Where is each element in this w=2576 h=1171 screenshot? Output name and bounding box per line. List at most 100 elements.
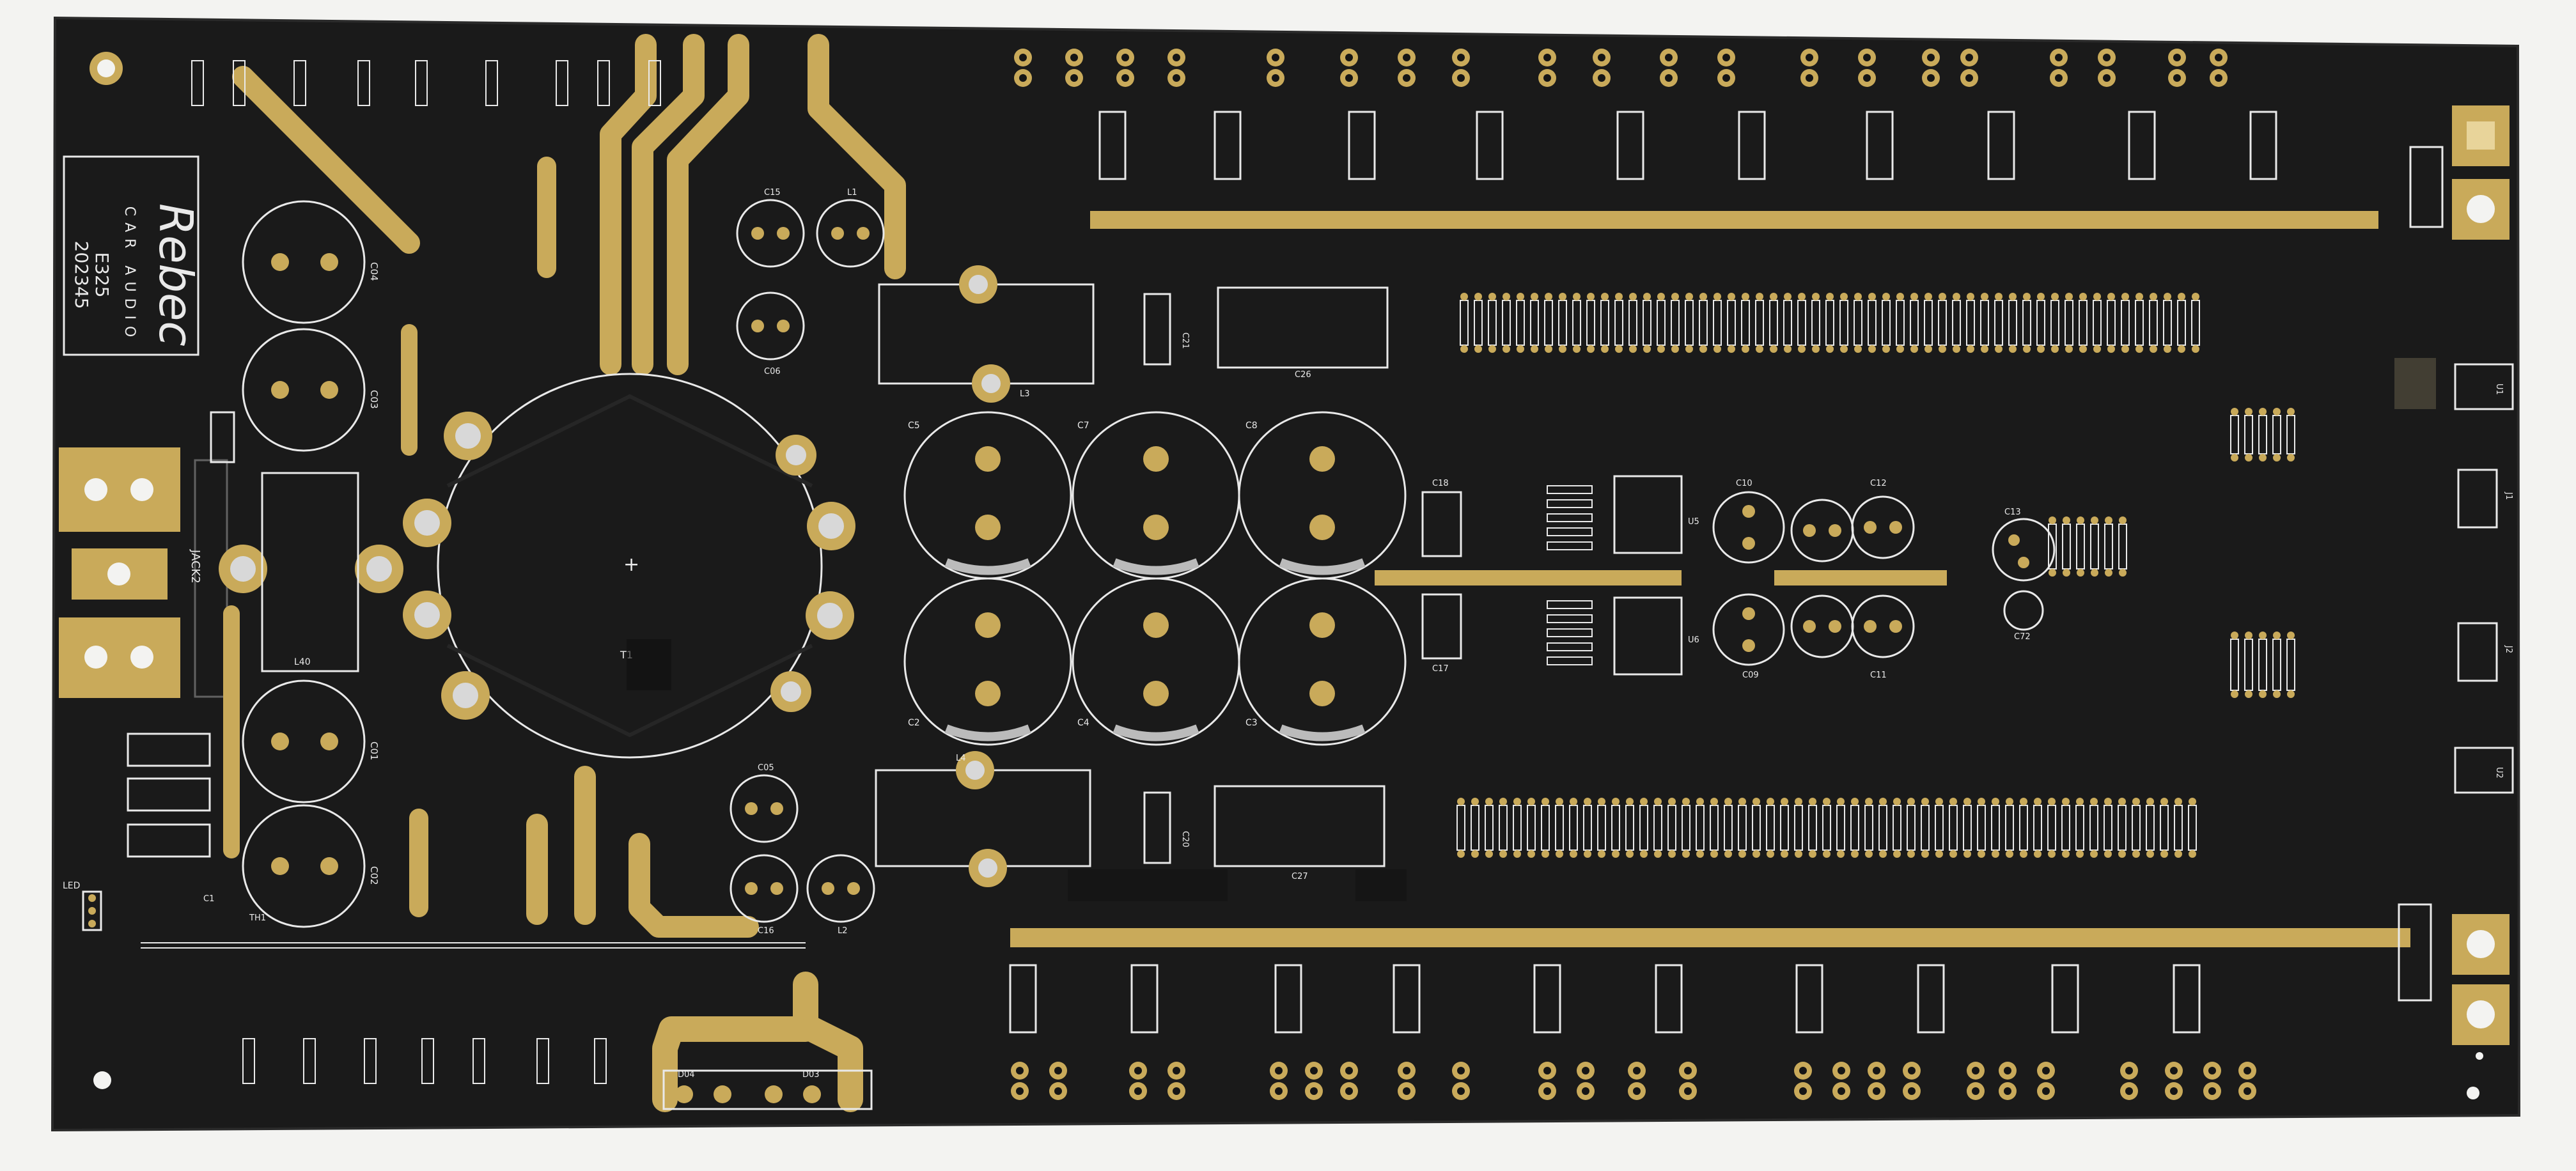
transistor-pad-group xyxy=(1967,1062,1985,1100)
transistor-pad-group xyxy=(1858,49,1876,87)
power-resistor-outline xyxy=(2128,111,2156,180)
svg-text:L2: L2 xyxy=(838,926,848,936)
smd-resistor xyxy=(1572,293,1581,353)
transistor-pad-group xyxy=(2210,49,2228,87)
smd-resistor xyxy=(1625,798,1634,858)
smd-resistor xyxy=(1797,293,1806,353)
transistor-pad-group xyxy=(2168,49,2186,87)
transformer-t1: T1 + xyxy=(437,373,823,759)
smd-resistor xyxy=(1868,293,1877,353)
svg-text:C7: C7 xyxy=(1077,421,1089,431)
smd-resistor xyxy=(1639,798,1648,858)
smd-resistor xyxy=(1600,293,1609,353)
smd-resistor xyxy=(2286,632,2295,698)
smd-resistor xyxy=(1724,798,1733,858)
smd-resistor xyxy=(1769,293,1778,353)
smd-resistor xyxy=(1980,293,1989,353)
smd-resistor xyxy=(1752,798,1761,858)
smd-resistor xyxy=(1555,798,1564,858)
svg-text:C20: C20 xyxy=(1180,831,1190,848)
smd-resistor xyxy=(2079,293,2088,353)
small-resistor xyxy=(421,1038,434,1084)
right-edge-connectors: U1 U2 J1 J2 xyxy=(2394,358,2514,794)
transistor-pad-group xyxy=(1014,49,1032,87)
power-resistor-outline xyxy=(2051,964,2079,1034)
smd-resistor xyxy=(1839,293,1848,353)
transistor-pad-group xyxy=(1129,1062,1147,1100)
smd-resistor xyxy=(2132,798,2141,858)
small-resistor xyxy=(536,1038,549,1084)
smd-resistor xyxy=(1850,798,1859,858)
svg-text:C15: C15 xyxy=(764,188,781,198)
smd-resistor xyxy=(1502,293,1511,353)
smd-resistor xyxy=(1488,293,1497,353)
gold-power-traces xyxy=(223,34,906,1112)
transistor-pad-group xyxy=(1679,1062,1697,1100)
small-resistor xyxy=(597,60,610,106)
svg-text:C5: C5 xyxy=(908,421,920,431)
svg-text:C72: C72 xyxy=(2014,632,2031,642)
svg-text:L4: L4 xyxy=(956,754,966,763)
smd-resistor xyxy=(1864,798,1873,858)
svg-text:C1: C1 xyxy=(203,894,214,904)
smd-resistor xyxy=(1516,293,1525,353)
smd-resistor xyxy=(1994,293,2003,353)
smd-resistor xyxy=(1541,798,1550,858)
transistor-pad-group xyxy=(2165,1062,2183,1100)
smd-resistor xyxy=(1583,798,1592,858)
svg-text:C2: C2 xyxy=(908,718,920,728)
smd-resistor xyxy=(1710,798,1719,858)
svg-text:C09: C09 xyxy=(1742,671,1759,680)
svg-text:U2: U2 xyxy=(2494,767,2504,779)
brand-logo-text: Rebec xyxy=(149,203,203,346)
smd-resistor xyxy=(1836,798,1845,858)
smd-resistor xyxy=(1699,293,1708,353)
smd-resistor xyxy=(2135,293,2144,353)
smd-resistor xyxy=(2019,798,2028,858)
svg-text:C06: C06 xyxy=(764,367,781,376)
svg-text:U6: U6 xyxy=(1688,635,1699,645)
bottom-bus-bar xyxy=(1010,928,2410,947)
smd-resistor xyxy=(1544,293,1553,353)
svg-text:C18: C18 xyxy=(1432,479,1449,488)
power-resistor-outline xyxy=(2173,964,2201,1034)
transistor-pad-group xyxy=(2203,1062,2221,1100)
smd-resistor xyxy=(2230,408,2239,461)
transformer-pads xyxy=(219,412,855,720)
svg-text:C3: C3 xyxy=(1245,718,1258,728)
power-resistor-outline xyxy=(1616,111,1644,180)
transistor-pad-group xyxy=(1267,49,1284,87)
transistor-pad-group xyxy=(1960,49,1978,87)
left-capacitors: C04 C03 C01 C02 xyxy=(242,200,380,928)
svg-text:L1: L1 xyxy=(847,188,857,198)
small-resistor xyxy=(364,1038,377,1084)
transistor-pad-group xyxy=(2120,1062,2138,1100)
smd-resistor xyxy=(2272,408,2281,461)
brand-logo: Rebec CAR AUDIO E325 202345 xyxy=(63,155,203,356)
small-resistor xyxy=(594,1038,607,1084)
output-filter-caps: C10 C12 C09 C11 C13 C72 xyxy=(1712,479,2056,680)
smd-resistor xyxy=(1910,293,1919,353)
small-resistor xyxy=(303,1038,316,1084)
smd-resistor xyxy=(2089,798,2098,858)
inductor-l40-outline xyxy=(261,472,359,672)
smd-resistor xyxy=(1727,293,1736,353)
smd-resistor xyxy=(1499,798,1508,858)
smd-resistor xyxy=(2050,293,2059,353)
transistor-pad-group xyxy=(1065,49,1083,87)
bottom-transistor-row xyxy=(1011,1062,2256,1100)
smd-resistor xyxy=(2104,798,2112,858)
smd-resistor xyxy=(2174,798,2183,858)
svg-text:C12: C12 xyxy=(1870,479,1887,488)
smd-resistor xyxy=(2160,798,2169,858)
power-resistor-outline xyxy=(1098,111,1127,180)
smd-resistor xyxy=(2107,293,2116,353)
smd-resistor xyxy=(2272,632,2281,698)
transistor-pad-group xyxy=(1628,1062,1646,1100)
smd-resistor xyxy=(1780,798,1789,858)
top-bus-bar xyxy=(1090,211,2378,229)
power-resistor-outline xyxy=(1130,964,1159,1034)
via-field xyxy=(627,639,1407,901)
smd-resistor xyxy=(2047,798,2056,858)
